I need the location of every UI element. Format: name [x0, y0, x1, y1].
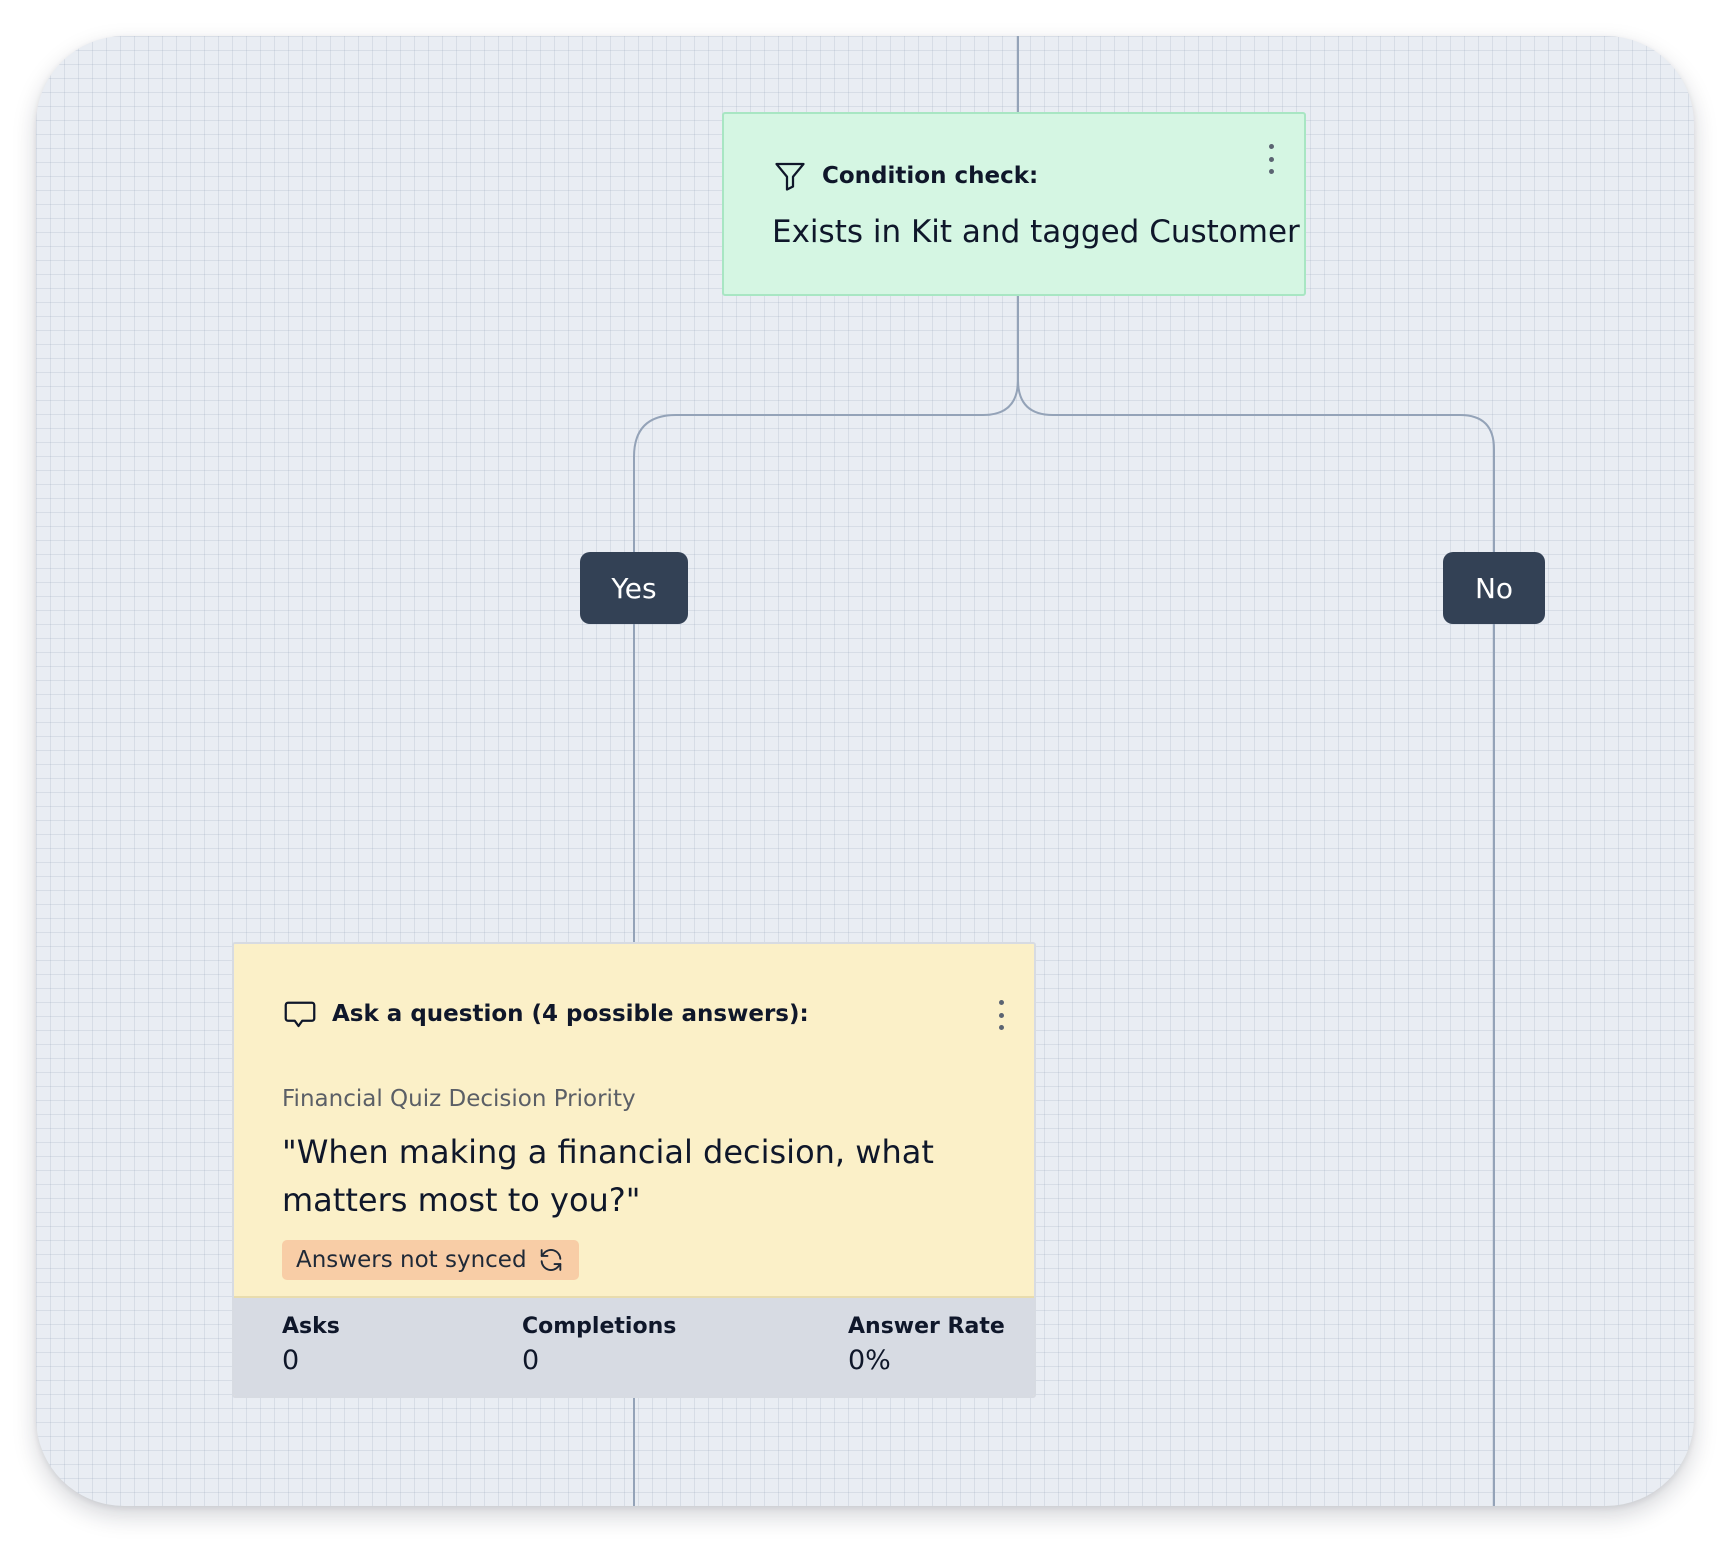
stat-asks: Asks 0	[282, 1314, 340, 1376]
answers-sync-badge[interactable]: Answers not synced	[282, 1240, 579, 1280]
question-stats-bar: Asks 0 Completions 0 Answer Rate 0%	[234, 1298, 1034, 1396]
stat-asks-label: Asks	[282, 1314, 340, 1339]
stat-answer-rate-label: Answer Rate	[848, 1314, 1005, 1339]
question-subtitle: Financial Quiz Decision Priority	[282, 1086, 636, 1112]
stat-asks-value: 0	[282, 1345, 300, 1376]
question-body: Ask a question (4 possible answers): Fin…	[234, 944, 1034, 1298]
sync-badge-label: Answers not synced	[296, 1247, 527, 1273]
branch-yes-label[interactable]: Yes	[580, 552, 688, 624]
stat-completions-value: 0	[522, 1345, 540, 1376]
question-header: Ask a question (4 possible answers):	[282, 996, 809, 1032]
stat-completions: Completions 0	[522, 1314, 676, 1376]
question-text: "When making a financial decision, what …	[282, 1133, 934, 1219]
connector-lines	[633, 36, 1495, 1506]
more-vertical-icon[interactable]	[1264, 144, 1278, 174]
condition-header-label: Condition check:	[822, 163, 1039, 189]
condition-header: Condition check:	[772, 158, 1038, 194]
filter-icon	[775, 162, 805, 191]
stat-answer-rate-value: 0%	[848, 1345, 891, 1376]
condition-text: Exists in Kit and tagged Customer	[772, 214, 1300, 250]
branch-no-label[interactable]: No	[1443, 552, 1545, 624]
ask-question-node[interactable]: Ask a question (4 possible answers): Fin…	[232, 942, 1036, 1398]
question-header-label: Ask a question (4 possible answers):	[332, 1001, 809, 1027]
speech-bubble-icon	[284, 1001, 316, 1028]
condition-check-node[interactable]: Condition check: Exists in Kit and tagge…	[722, 112, 1306, 296]
stat-answer-rate: Answer Rate 0%	[848, 1314, 1005, 1376]
connector-split	[633, 296, 1019, 942]
stat-completions-label: Completions	[522, 1314, 677, 1339]
connector-split-right	[1017, 379, 1495, 1506]
workflow-canvas[interactable]: Condition check: Exists in Kit and tagge…	[36, 36, 1694, 1506]
more-vertical-icon[interactable]	[994, 1000, 1008, 1030]
refresh-icon[interactable]	[537, 1246, 565, 1274]
